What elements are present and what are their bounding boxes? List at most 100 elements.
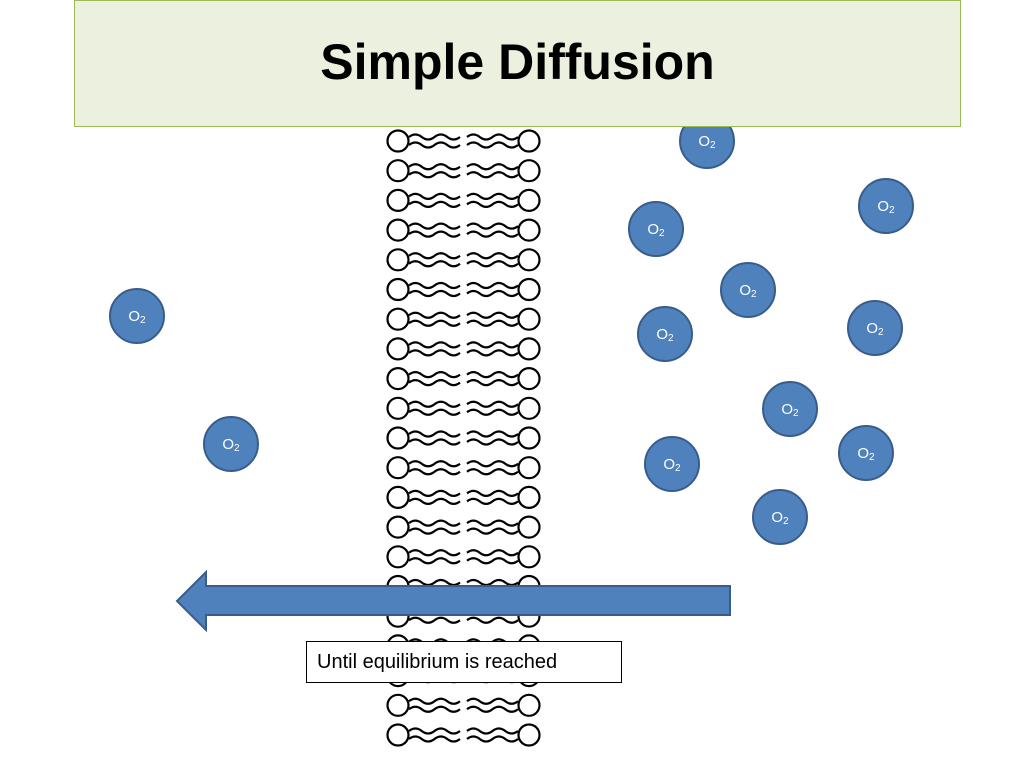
- phospholipid-head: [517, 396, 541, 420]
- molecule-symbol: O: [781, 400, 794, 418]
- fatty-acid-tail: [466, 319, 519, 327]
- phospholipid-pair: [386, 367, 541, 391]
- phospholipid-head: [386, 307, 410, 331]
- phospholipid-head: [386, 159, 410, 183]
- phospholipid-head: [386, 277, 410, 302]
- phospholipid-head: [386, 515, 410, 539]
- fatty-acid-tail: [466, 549, 519, 557]
- phospholipid-head: [517, 456, 541, 480]
- fatty-acid-tail: [466, 141, 519, 149]
- fatty-acid-tail: [466, 133, 519, 141]
- fatty-acid-tail: [466, 171, 519, 179]
- fatty-acid-tail: [466, 727, 519, 735]
- fatty-acid-tail: [408, 578, 461, 587]
- phospholipid-head: [386, 248, 410, 272]
- caption-text: Until equilibrium is reached: [317, 650, 558, 673]
- fatty-acid-tail: [408, 192, 461, 200]
- fatty-acid-tail: [408, 497, 461, 505]
- phospholipid-head: [517, 367, 541, 391]
- fatty-acid-tail: [466, 341, 519, 349]
- fatty-acid-tail: [408, 349, 461, 357]
- fatty-acid-tail: [466, 705, 519, 713]
- fatty-acid-tail: [408, 438, 461, 446]
- fatty-acid-tail: [408, 319, 461, 327]
- phospholipid-pair: [386, 456, 541, 480]
- fatty-acid-tail: [466, 311, 519, 319]
- fatty-acid-tail: [408, 489, 461, 497]
- fatty-acid-tail: [408, 252, 461, 260]
- phospholipid-pair: [386, 723, 541, 747]
- molecule-subscript: 2: [659, 227, 665, 239]
- fatty-acid-tail: [466, 289, 519, 298]
- phospholipid-head: [517, 545, 541, 569]
- fatty-acid-tail: [408, 727, 461, 735]
- phospholipid-pair: [386, 545, 541, 569]
- fatty-acid-tail: [408, 311, 461, 319]
- fatty-acid-tail: [408, 460, 461, 468]
- fatty-acid-tail: [408, 430, 461, 438]
- phospholipid-head: [517, 277, 541, 302]
- phospholipid-head: [517, 485, 541, 509]
- phospholipid-head: [517, 188, 541, 212]
- fatty-acid-tail: [408, 230, 461, 238]
- fatty-acid-tail: [408, 735, 461, 743]
- molecule-symbol: O: [739, 281, 752, 299]
- phospholipid-head: [517, 159, 541, 183]
- fatty-acid-tail: [408, 468, 461, 476]
- molecule-subscript: 2: [889, 204, 895, 216]
- phospholipid-head: [386, 396, 410, 420]
- phospholipid-head: [517, 218, 541, 242]
- fatty-acid-tail: [408, 289, 461, 298]
- fatty-acid-tail: [408, 200, 461, 208]
- fatty-acid-tail: [466, 349, 519, 357]
- fatty-acid-tail: [466, 281, 519, 290]
- molecule-subscript: 2: [234, 442, 240, 454]
- fatty-acid-tail: [466, 497, 519, 505]
- molecule-symbol: O: [698, 132, 711, 150]
- molecule-symbol: O: [877, 197, 890, 215]
- phospholipid-head: [517, 307, 541, 331]
- molecule-symbol: O: [647, 220, 660, 238]
- fatty-acid-tail: [466, 192, 519, 200]
- fatty-acid-tail: [466, 408, 519, 416]
- phospholipid-pair: [386, 129, 541, 153]
- fatty-acid-tail: [408, 281, 461, 290]
- phospholipid-pair: [386, 277, 541, 302]
- molecule-subscript: 2: [140, 314, 146, 326]
- fatty-acid-tail: [466, 460, 519, 468]
- fatty-acid-tail: [466, 438, 519, 446]
- phospholipid-head: [517, 248, 541, 272]
- phospholipid-head: [517, 426, 541, 450]
- phospholipid-head: [517, 515, 541, 539]
- molecule-symbol: O: [656, 325, 669, 343]
- phospholipid-head: [386, 485, 410, 509]
- fatty-acid-tail: [466, 616, 519, 624]
- phospholipid-pair: [386, 693, 541, 717]
- fatty-acid-tail: [408, 697, 461, 705]
- fatty-acid-tail: [408, 171, 461, 179]
- phospholipid-head: [386, 693, 410, 717]
- molecule-subscript: 2: [668, 332, 674, 344]
- title-banner: Simple Diffusion: [74, 0, 961, 127]
- fatty-acid-tail: [466, 468, 519, 476]
- phospholipid-pair: [386, 426, 541, 450]
- phospholipid-pair: [386, 218, 541, 242]
- molecule-subscript: 2: [869, 451, 875, 463]
- phospholipid-head: [386, 218, 410, 242]
- fatty-acid-tail: [466, 222, 519, 230]
- fatty-acid-tail: [408, 400, 461, 408]
- fatty-acid-tail: [408, 341, 461, 349]
- phospholipid-head: [386, 129, 410, 153]
- molecule-symbol: O: [663, 455, 676, 473]
- molecule-subscript: 2: [783, 515, 789, 527]
- phospholipid-head: [517, 693, 541, 717]
